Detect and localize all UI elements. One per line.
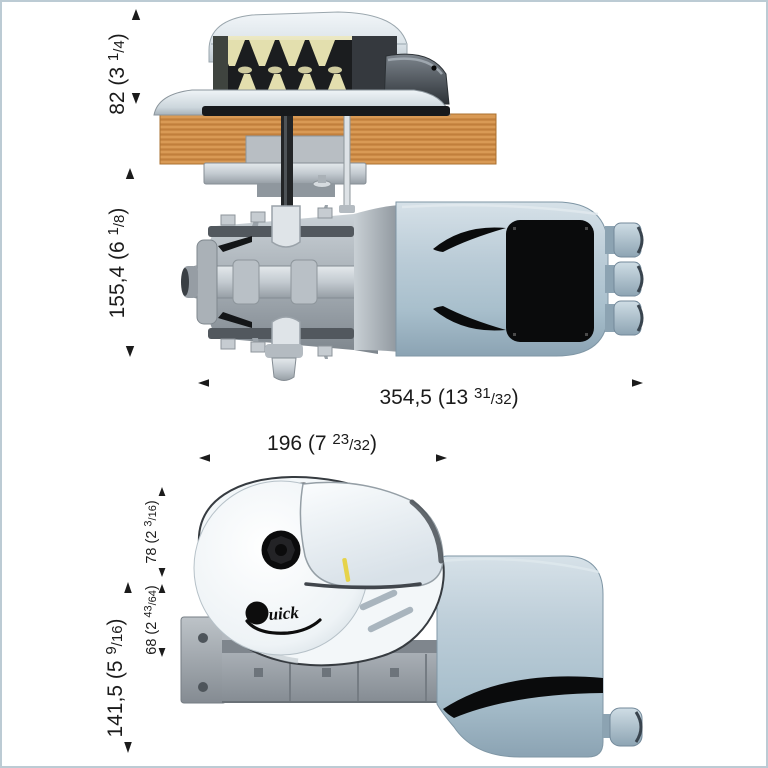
motor-accent-top bbox=[433, 227, 506, 252]
dim-above-deck-height: 82 (3 1/4) bbox=[105, 9, 141, 115]
clutch-hex-socket bbox=[261, 530, 301, 570]
motor-accent-swoosh bbox=[443, 676, 603, 718]
deck-gasket bbox=[202, 106, 450, 116]
dim-label: 68 (2 43/64) bbox=[143, 585, 161, 654]
arrow-down-icon bbox=[158, 568, 166, 577]
arrow-left-icon bbox=[198, 379, 209, 387]
dim-overall-length: 354,5 (13 31/32) bbox=[198, 379, 643, 409]
logo-wordmark: uick bbox=[268, 603, 300, 624]
quick-logo: uick bbox=[245, 601, 322, 635]
gearbox bbox=[181, 205, 378, 381]
dim-below-deck-height: 155,4 (6 1/8) bbox=[105, 168, 135, 357]
front-view: uick bbox=[180, 475, 643, 758]
motor-housing-top bbox=[395, 201, 609, 357]
dim-hex-to-top: 78 (2 3/16) bbox=[143, 487, 166, 577]
cable-gland-icon bbox=[605, 261, 644, 297]
gypsy-housing-front: uick bbox=[193, 475, 445, 667]
cable-glands bbox=[605, 222, 644, 336]
cable-gland-icon bbox=[605, 222, 644, 258]
dim-label: 141,5 (5 9/16) bbox=[103, 618, 127, 737]
arrow-right-icon bbox=[632, 379, 643, 387]
side-view bbox=[153, 11, 644, 381]
dim-front-total-height: 141,5 (5 9/16) bbox=[103, 582, 132, 753]
arrow-down-icon bbox=[158, 648, 166, 657]
motor-bell bbox=[354, 205, 400, 352]
motor-cover-panel bbox=[506, 220, 594, 342]
drum-cover bbox=[299, 481, 444, 587]
arrow-up-icon bbox=[158, 487, 166, 496]
dim-label: 82 (3 1/4) bbox=[105, 33, 129, 115]
cable-gland-icon bbox=[605, 300, 644, 336]
cable-gland-icon bbox=[603, 707, 643, 747]
arrow-down-icon bbox=[125, 346, 135, 357]
arrow-up-icon bbox=[131, 9, 141, 20]
dimension-annotations: 82 (3 1/4) 155,4 (6 1/8) 354,5 (13 31/32… bbox=[103, 9, 643, 753]
dim-front-width: 196 (7 23/32) bbox=[199, 431, 447, 462]
arrow-left-icon bbox=[199, 454, 210, 462]
dim-label: 196 (7 23/32) bbox=[267, 431, 377, 455]
arrow-down-icon bbox=[131, 93, 141, 104]
arrow-up-icon bbox=[125, 168, 135, 179]
above-deck-unit bbox=[153, 11, 451, 116]
deck-recess bbox=[245, 135, 349, 167]
dim-label: 155,4 (6 1/8) bbox=[105, 208, 129, 319]
arrow-right-icon bbox=[436, 454, 447, 462]
clamp-top bbox=[271, 205, 301, 248]
dim-label: 78 (2 3/16) bbox=[143, 500, 161, 563]
arrow-down-icon bbox=[124, 742, 132, 753]
motor-accent-bottom bbox=[433, 306, 506, 331]
arrow-up-icon bbox=[158, 584, 166, 593]
motor-housing-front bbox=[436, 555, 643, 758]
dim-hex-to-base: 68 (2 43/64) bbox=[143, 584, 166, 657]
logo-q-icon bbox=[245, 601, 269, 625]
dim-label: 354,5 (13 31/32) bbox=[379, 385, 518, 409]
arrow-up-icon bbox=[124, 582, 132, 593]
chain-pipe bbox=[265, 344, 303, 358]
